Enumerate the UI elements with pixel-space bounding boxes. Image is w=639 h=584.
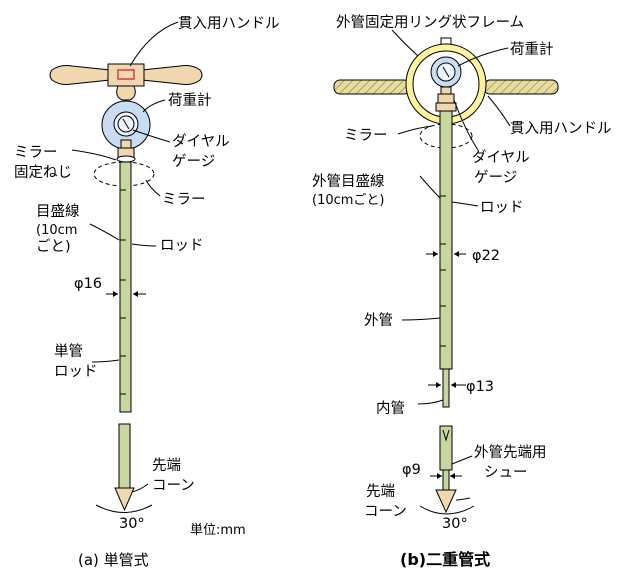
- left-scale-label-1: 目盛線: [36, 203, 80, 220]
- right-angle-label: 30°: [442, 516, 468, 532]
- left-dial-label-2: ゲージ: [172, 153, 215, 170]
- left-handle-label: 貫入用ハンドル: [178, 16, 280, 32]
- right-handle-left-arm: [333, 79, 411, 95]
- right-cone: [435, 489, 457, 514]
- right-mirror-label: ミラー: [344, 128, 388, 144]
- single-tube-penetrometer: 貫入用ハンドル 荷重計 ダイヤル ゲージ ミラー 固定ねじ ミラー 目盛線 (1…: [14, 16, 280, 569]
- right-lower-outer-tube: [439, 425, 453, 471]
- right-rod-label: ロッド: [480, 200, 524, 216]
- left-mirror-label: ミラー: [162, 192, 206, 208]
- left-lower-rod: [118, 423, 131, 489]
- right-dial-label-2: ゲージ: [474, 169, 517, 186]
- right-outer-tube: [439, 110, 453, 370]
- right-scale-label-2: (10cmごと): [312, 192, 385, 208]
- right-cone-label-2: コーン: [364, 504, 407, 520]
- left-mirror-outline: [93, 161, 155, 187]
- right-caption: (b)二重管式: [400, 550, 490, 569]
- right-angle-arc: [419, 505, 475, 515]
- right-frame-label: 外管固定用リング状フレーム: [336, 14, 524, 31]
- right-cone-label-1: 先端: [366, 483, 395, 500]
- left-rod: [119, 161, 132, 413]
- left-scale-lines: [120, 189, 126, 395]
- left-angle-label: 30°: [119, 516, 145, 532]
- left-angle-arc: [95, 504, 153, 513]
- left-load-meter-label: 荷重計: [168, 92, 212, 109]
- right-inner-tip-rod: [442, 469, 450, 491]
- right-scale-lines: [440, 195, 446, 347]
- right-leaders: [391, 29, 511, 501]
- left-cone-label-1: 先端: [152, 457, 181, 474]
- right-handle-label: 貫入用ハンドル: [510, 121, 612, 137]
- left-rod-label: ロッド: [160, 238, 204, 254]
- right-shoe-label-2: シュー: [484, 465, 528, 481]
- right-handle-right-arm: [483, 79, 559, 95]
- left-leaders: [71, 21, 179, 493]
- right-diameter-outer-label: φ22: [472, 248, 500, 264]
- left-cone: [114, 487, 135, 512]
- left-diameter-label: φ16: [74, 276, 102, 292]
- unit-label: 単位:mm: [190, 522, 246, 538]
- double-tube-penetrometer: 外管固定用リング状フレーム 荷重計 ミラー 貫入用ハンドル ダイヤル ゲージ 外…: [312, 14, 612, 569]
- right-diameter-tip-label: φ9: [402, 462, 421, 478]
- left-caption: (a) 単管式: [78, 551, 149, 569]
- left-cone-label-2: コーン: [152, 478, 195, 494]
- left-scale-label-3: ごと): [36, 238, 71, 255]
- left-mirror-screw-label-2: 固定ねじ: [14, 164, 72, 181]
- left-handle: [49, 63, 203, 101]
- right-shoe-label-1: 外管先端用: [474, 444, 547, 461]
- left-single-rod-label-2: ロッド: [54, 364, 98, 380]
- left-dial-gauge: [101, 100, 151, 163]
- right-inner-tube-label: 内管: [376, 400, 405, 417]
- right-outer-tube-label: 外管: [364, 312, 393, 329]
- right-load-meter-label: 荷重計: [510, 41, 554, 58]
- left-mirror-screw-label-1: ミラー: [14, 145, 58, 161]
- left-dial-label-1: ダイヤル: [172, 133, 230, 150]
- right-scale-label-1: 外管目盛線: [312, 173, 385, 190]
- left-scale-label-2: (10cm: [36, 223, 77, 238]
- left-single-rod-label-1: 単管: [54, 343, 83, 360]
- right-dial-label-1: ダイヤル: [472, 149, 530, 166]
- right-inner-rod: [442, 368, 450, 408]
- right-diameter-inner-label: φ13: [466, 379, 494, 395]
